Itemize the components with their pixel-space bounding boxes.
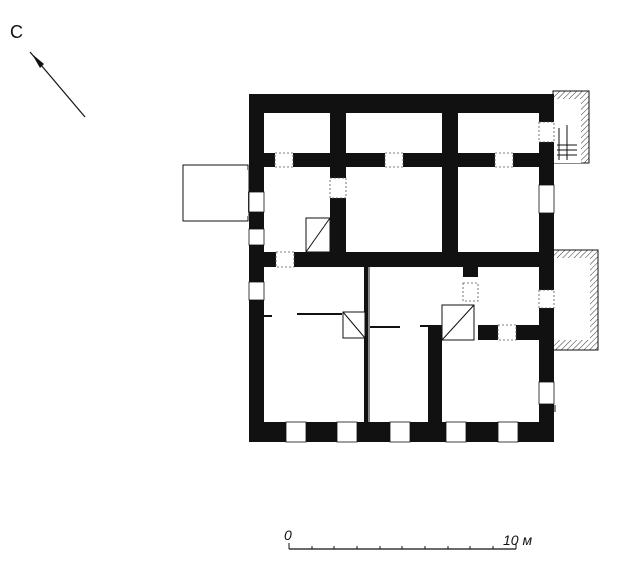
door-opening	[538, 121, 555, 143]
window	[445, 421, 467, 443]
window	[248, 191, 265, 213]
window	[497, 421, 519, 443]
north-arrow: С	[10, 22, 86, 118]
room-upper-left-small	[264, 113, 330, 153]
stair-lower-right	[441, 304, 475, 341]
room-upper-middle-small	[346, 113, 442, 153]
window	[248, 281, 265, 301]
window	[285, 421, 307, 443]
window	[336, 421, 358, 443]
door-opening	[494, 152, 514, 168]
door-opening	[275, 251, 295, 268]
door-opening	[462, 282, 479, 302]
scale-bar: 0 10 м	[284, 527, 532, 550]
scale-end-label: 10 м	[503, 532, 532, 548]
room-lower-left	[264, 267, 364, 422]
stair-upper	[305, 217, 331, 253]
door-opening	[384, 152, 404, 168]
right-annex-interior	[553, 258, 590, 340]
window	[389, 421, 411, 443]
door-opening	[538, 289, 555, 309]
annex-stair	[557, 125, 577, 160]
interior-wall-lower	[428, 325, 442, 422]
room-lower-right-small	[478, 267, 539, 325]
stair-lower-left	[342, 311, 366, 339]
window	[538, 184, 555, 214]
interior-wall-stub	[463, 267, 478, 277]
window	[248, 228, 265, 246]
north-label: С	[10, 22, 23, 42]
left-annex-interior	[188, 170, 248, 216]
room-upper-right-small	[458, 113, 539, 153]
room-lower-right	[442, 340, 539, 422]
north-arrow-head	[32, 54, 44, 68]
room-middle-large	[346, 167, 442, 252]
door-opening	[329, 177, 347, 199]
scale-start-label: 0	[284, 527, 292, 543]
window	[538, 381, 555, 405]
door-opening	[497, 324, 517, 341]
room-right-large	[458, 167, 539, 252]
door-opening	[274, 152, 294, 168]
windows	[248, 184, 555, 443]
